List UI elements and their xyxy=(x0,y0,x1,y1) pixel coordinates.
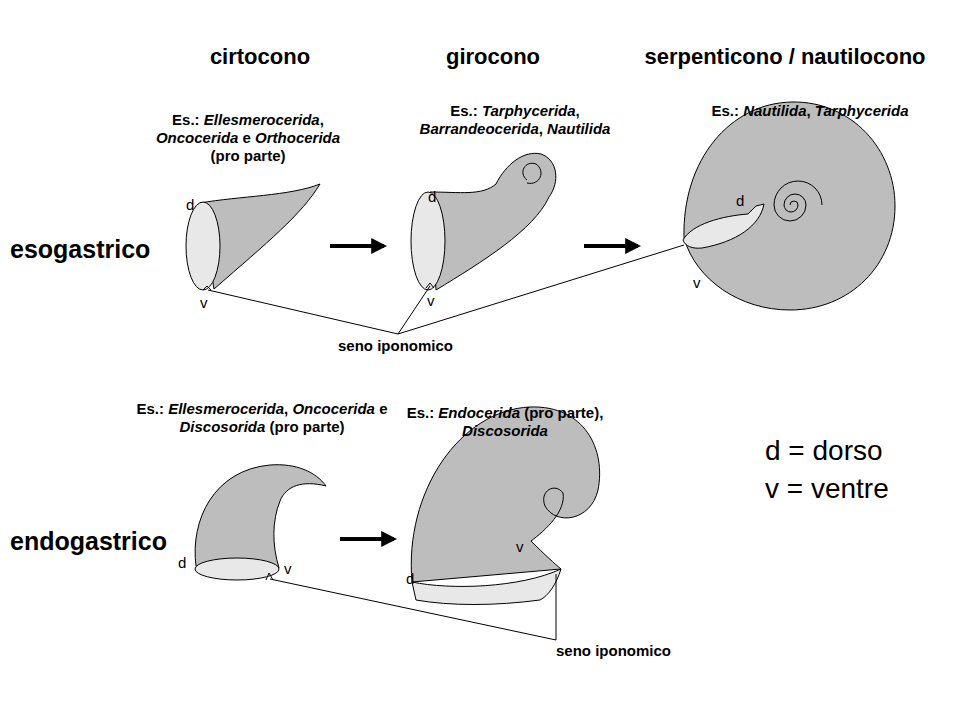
shape-heading: serpenticono / nautilocono xyxy=(615,44,955,70)
example-note: Es.: Ellesmerocerida, Oncocerida e Ortho… xyxy=(141,111,356,165)
serpenticone-shell xyxy=(684,102,895,310)
key-text: v = ventre xyxy=(765,472,955,506)
aperture xyxy=(195,558,279,580)
transition-arrow xyxy=(330,244,384,248)
example-note: Es.: Ellesmerocerida, Oncocerida e Disco… xyxy=(136,400,388,436)
aperture xyxy=(412,569,561,605)
shape-heading: girocono xyxy=(393,44,593,70)
cyrtocone-shell xyxy=(195,465,326,568)
orientation-letter: d xyxy=(178,554,192,572)
key-text: d = dorso xyxy=(765,434,955,468)
shape-heading: cirtocono xyxy=(160,44,360,70)
orientation-letter: d xyxy=(406,570,420,588)
coil-line xyxy=(774,181,822,221)
orientation-letter: v xyxy=(693,274,707,292)
leader-line xyxy=(270,579,556,640)
coil-line xyxy=(523,163,541,183)
aperture xyxy=(186,202,220,290)
aperture xyxy=(411,192,445,290)
example-note: Es.: Nautilida, Tarphycerida xyxy=(665,102,955,120)
orientation-letter: d xyxy=(736,192,750,210)
orientation-letter: d xyxy=(428,188,442,206)
callout-label: seno iponomico xyxy=(556,642,696,660)
row-label: endogastrico xyxy=(10,526,200,556)
aperture xyxy=(683,204,764,248)
row-label: esogastrico xyxy=(10,234,180,264)
gyrocone-shell xyxy=(411,407,599,582)
example-note: Es.: Tarphycerida, Barrandeocerida, Naut… xyxy=(400,102,630,138)
leader-line xyxy=(398,245,684,334)
leader-line xyxy=(556,574,557,640)
orientation-letter: d xyxy=(186,196,200,214)
leader-line xyxy=(398,286,430,334)
orientation-letter: v xyxy=(516,538,530,556)
orientation-letter: v xyxy=(427,292,441,310)
hyponomic-sinus xyxy=(426,283,434,288)
leader-line xyxy=(208,290,398,334)
orientation-letter: v xyxy=(200,294,214,312)
callout-label: seno iponomico xyxy=(338,337,478,355)
example-note: Es.: Endocerida (pro parte), Discosorida xyxy=(385,404,625,440)
hyponomic-sinus xyxy=(203,286,211,290)
orientation-letter: v xyxy=(284,560,298,578)
transition-arrow xyxy=(584,244,638,248)
transition-arrow xyxy=(340,537,394,541)
gyrocone-shell xyxy=(430,153,556,290)
